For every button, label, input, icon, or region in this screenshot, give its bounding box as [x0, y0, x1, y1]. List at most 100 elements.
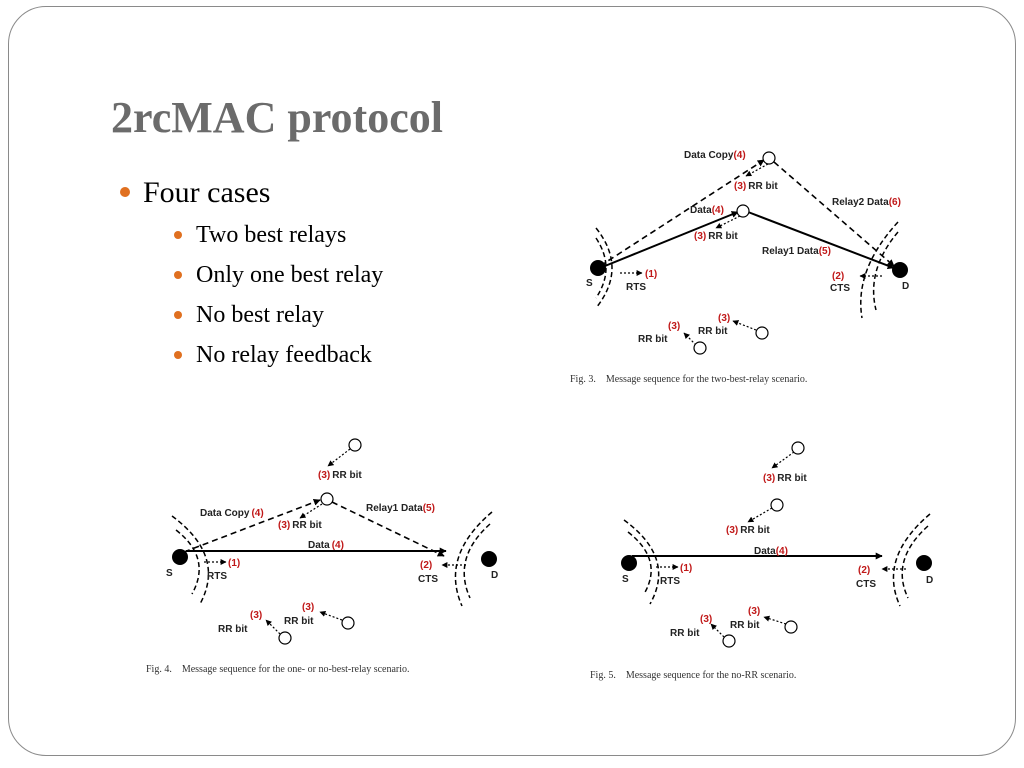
- rr-bit-label: RR bit: [218, 624, 248, 635]
- rr-step: (3): [700, 614, 712, 625]
- slide-title: 2rcMAC protocol: [111, 93, 443, 142]
- cts-label: CTS: [856, 579, 876, 590]
- rts-step: (1): [228, 558, 240, 569]
- rr-bit-label: (3)RR bit: [694, 231, 738, 242]
- relay-node: [784, 620, 798, 634]
- relay2-data-label: Relay2 Data(6): [832, 197, 901, 208]
- cts-label: CTS: [830, 283, 850, 294]
- relay-node: [722, 634, 736, 648]
- data-copy-arrow: [599, 159, 765, 267]
- cts-step: (2): [420, 560, 432, 571]
- figure-4: (3)RR bit Data Copy(4) (3)RR bit Relay1 …: [146, 438, 498, 675]
- rr-bit-top-arrow: [745, 163, 769, 177]
- dest-range-arcs: [454, 511, 493, 607]
- rr-step: (3): [668, 321, 680, 332]
- bullet-dot: [174, 351, 182, 359]
- relay-node: [791, 441, 805, 455]
- rr-bit-top-arrow: [771, 451, 795, 469]
- bullet-dot: [174, 231, 182, 239]
- sub-bullet-list: Two best relays Only one best relay No b…: [173, 215, 383, 375]
- rr-bit-mid-arrow: [715, 215, 741, 229]
- rr-bit-label: RR bit: [670, 628, 700, 639]
- source-label: S: [166, 568, 173, 579]
- relay1-data-label: Relay1 Data(5): [762, 246, 831, 257]
- rr-bit-mid-arrow: [747, 507, 773, 523]
- relay-node: [348, 438, 362, 452]
- rr-bit-arrow: [710, 623, 725, 638]
- relay-node: [278, 631, 292, 645]
- rr-bit-label: RR bit: [284, 616, 314, 627]
- rr-bit-label: (3)RR bit: [318, 470, 362, 481]
- rr-step: (3): [302, 602, 314, 613]
- cts-step: (2): [832, 271, 844, 282]
- rts-label: RTS: [660, 576, 680, 587]
- relay1-data-arrow: [747, 211, 895, 270]
- rts-step: (1): [645, 269, 657, 280]
- figure-3: Data Copy(4) (3)RR bit Data(4) (3)RR bit…: [570, 150, 909, 385]
- dest-label: D: [491, 570, 498, 581]
- data-copy-label: Data Copy(4): [200, 508, 264, 519]
- relay-node: [770, 498, 784, 512]
- rr-bit-arrow: [319, 611, 343, 621]
- rr-bit-label: (3)RR bit: [734, 181, 778, 192]
- cts-label: CTS: [418, 574, 438, 585]
- relay-node: [341, 616, 355, 630]
- dest-node: [481, 551, 497, 567]
- sub-bullet-item: No relay feedback: [173, 335, 383, 375]
- sub-bullet-item: No best relay: [173, 295, 383, 335]
- sub-bullet-item: Only one best relay: [173, 255, 383, 295]
- relay-node: [755, 326, 769, 340]
- cts-step: (2): [858, 565, 870, 576]
- relay2-data-arrow: [773, 161, 895, 267]
- rr-bit-label: RR bit: [698, 326, 728, 337]
- rr-bit-arrow: [732, 320, 757, 331]
- source-node: [172, 549, 188, 565]
- sub-bullet-item: Two best relays: [173, 215, 383, 255]
- dest-node: [892, 262, 908, 278]
- rr-bit-arrow: [265, 619, 281, 635]
- rr-step: (3): [718, 313, 730, 324]
- rr-step: (3): [250, 610, 262, 621]
- relay1-data-label: Relay1 Data(5): [366, 503, 435, 514]
- rts-label: RTS: [207, 571, 227, 582]
- dest-label: D: [902, 281, 909, 292]
- dest-range-arcs: [860, 221, 899, 319]
- relay-node: [762, 151, 776, 165]
- rr-bit-top-arrow: [327, 448, 351, 467]
- bullet-dot: [120, 187, 130, 197]
- source-label: S: [622, 574, 629, 585]
- data-copy-arrow: [183, 498, 321, 553]
- rts-step: (1): [680, 563, 692, 574]
- bullet-text: Four cases: [143, 176, 271, 209]
- figure-caption: Fig. 4. Message sequence for the one- or…: [146, 664, 410, 675]
- data-arrow: [599, 211, 739, 269]
- rr-bit-label: (3)RR bit: [763, 473, 807, 484]
- rts-label: RTS: [626, 282, 646, 293]
- rr-bit-arrow: [763, 615, 787, 625]
- source-range-arcs: [171, 515, 210, 605]
- rr-bit-label: RR bit: [638, 334, 668, 345]
- relay-node: [693, 341, 707, 355]
- slide-frame: [8, 6, 1016, 756]
- relay1-data-arrow: [331, 501, 445, 557]
- figure-caption: Fig. 5. Message sequence for the no-RR s…: [590, 670, 796, 681]
- rr-bit-label: (3)RR bit: [726, 525, 770, 536]
- dest-range-arcs: [892, 513, 931, 607]
- source-label: S: [586, 278, 593, 289]
- bullet-list: Four cases Two best relays Only one best…: [120, 176, 383, 375]
- figure-caption: Fig. 3. Message sequence for the two-bes…: [570, 374, 807, 385]
- data-label: Data(4): [690, 205, 724, 216]
- bullet-four-cases: Four cases Two best relays Only one best…: [120, 176, 383, 375]
- rr-bit-label: (3)RR bit: [278, 520, 322, 531]
- dest-label: D: [926, 575, 933, 586]
- rr-bit-arrow: [683, 332, 697, 346]
- data-label: Data(4): [308, 540, 344, 551]
- data-copy-label: Data Copy(4): [684, 150, 746, 161]
- dest-node: [916, 555, 932, 571]
- bullet-dot: [174, 271, 182, 279]
- source-node: [621, 555, 637, 571]
- rr-bit-label: RR bit: [730, 620, 760, 631]
- source-node: [590, 260, 606, 276]
- bullet-dot: [174, 311, 182, 319]
